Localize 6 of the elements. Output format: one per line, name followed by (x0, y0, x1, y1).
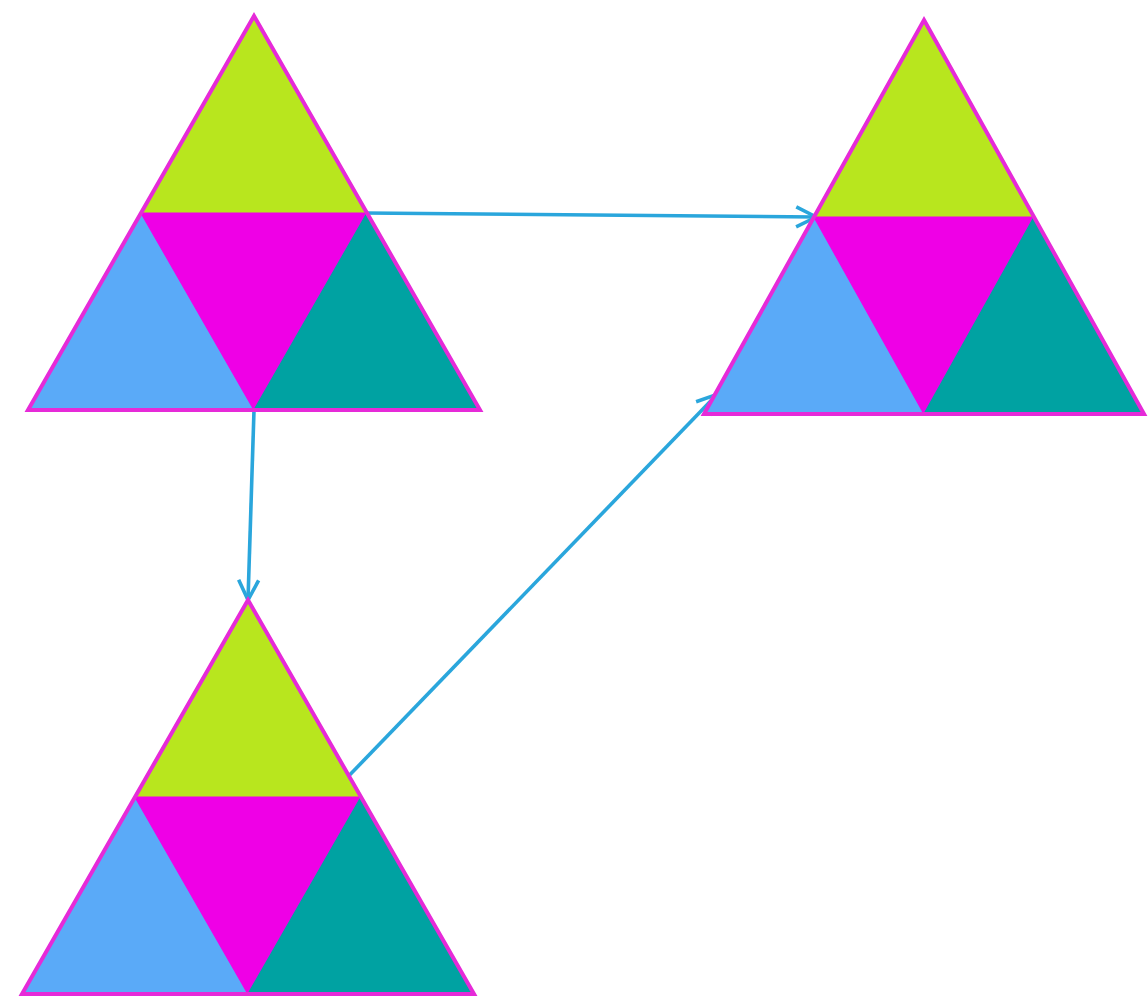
triangle-drawing (22, 600, 474, 994)
arrow (236, 409, 261, 602)
arrow (364, 205, 818, 229)
triangle-drawing (704, 20, 1144, 414)
triangle-drawing (28, 16, 480, 410)
arrow (346, 392, 719, 779)
